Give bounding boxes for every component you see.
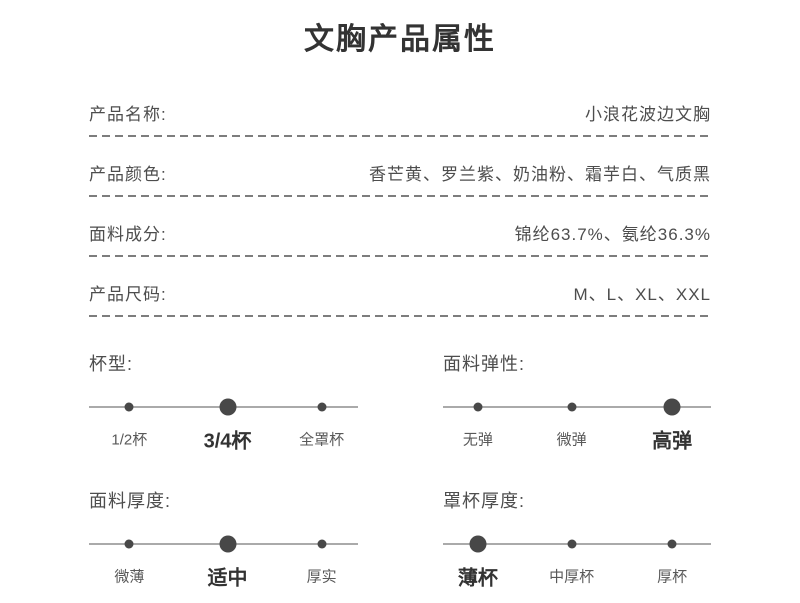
scales-grid: 杯型: 1/2杯 3/4杯 全罩杯 面料弹性: 无弹 微弹 高弹 面料厚度: 微薄 适中 厚… <box>89 352 711 590</box>
attribute-value: 锦纶63.7%、氨纶36.3% <box>514 225 711 244</box>
scale-option-label: 适中 <box>207 567 248 590</box>
attribute-value: 小浪花波边文胸 <box>585 105 711 124</box>
scale-dot-selected <box>469 535 487 553</box>
attribute-row: 产品颜色: 香芒黄、罗兰紫、奶油粉、霜芋白、气质黑 <box>89 137 711 197</box>
scale-dot <box>124 539 134 549</box>
scale-option-label: 1/2杯 <box>111 431 148 449</box>
scale-line <box>443 543 711 545</box>
attribute-label: 产品尺码: <box>89 285 167 304</box>
scale-section: 杯型: 1/2杯 3/4杯 全罩杯 <box>89 352 358 453</box>
scale-option-label: 微薄 <box>114 568 145 586</box>
scale-option-label: 高弹 <box>652 430 693 453</box>
attribute-label: 面料成分: <box>89 225 167 244</box>
scale-track <box>89 535 358 553</box>
scale-track <box>443 398 711 416</box>
scale-dot <box>567 539 577 549</box>
page-title: 文胸产品属性 <box>304 23 496 56</box>
scale-title: 面料弹性: <box>443 354 526 374</box>
scale-dot <box>473 402 483 412</box>
scale-labels: 1/2杯 3/4杯 全罩杯 <box>89 426 358 453</box>
attribute-label: 产品颜色: <box>89 165 167 184</box>
attribute-row: 产品尺码: M、L、XL、XXL <box>89 257 711 317</box>
scale-dot-selected <box>663 398 681 416</box>
scale-section: 罩杯厚度: 薄杯 中厚杯 厚杯 <box>443 489 711 590</box>
attribute-row: 面料成分: 锦纶63.7%、氨纶36.3% <box>89 197 711 257</box>
scale-option-label: 3/4杯 <box>203 430 252 453</box>
scale-dot <box>667 539 677 549</box>
scale-section: 面料弹性: 无弹 微弹 高弹 <box>443 352 711 453</box>
attribute-label: 产品名称: <box>89 105 167 124</box>
scale-labels: 微薄 适中 厚实 <box>89 563 358 590</box>
scale-dot <box>567 402 577 412</box>
scale-dot-selected <box>219 535 237 553</box>
scale-line <box>443 406 711 408</box>
scale-dot-selected <box>219 398 237 416</box>
scale-option-label: 中厚杯 <box>549 568 595 586</box>
scale-option-label: 全罩杯 <box>299 431 345 449</box>
attribute-table: 产品名称: 小浪花波边文胸 产品颜色: 香芒黄、罗兰紫、奶油粉、霜芋白、气质黑 … <box>89 77 711 317</box>
scale-option-label: 厚实 <box>306 568 337 586</box>
scale-option-label: 薄杯 <box>457 567 498 590</box>
product-attributes-page: 文胸产品属性 产品名称: 小浪花波边文胸 产品颜色: 香芒黄、罗兰紫、奶油粉、霜… <box>89 0 711 590</box>
scale-title: 面料厚度: <box>89 491 172 511</box>
scale-option-label: 厚杯 <box>657 568 688 586</box>
attribute-value: M、L、XL、XXL <box>573 285 711 304</box>
scale-track <box>89 398 358 416</box>
attribute-value: 香芒黄、罗兰紫、奶油粉、霜芋白、气质黑 <box>369 165 711 184</box>
scale-dot <box>124 402 134 412</box>
scale-dot <box>317 402 327 412</box>
scale-title: 杯型: <box>89 354 134 374</box>
scale-section: 面料厚度: 微薄 适中 厚实 <box>89 489 358 590</box>
scale-labels: 无弹 微弹 高弹 <box>443 426 711 453</box>
scale-title: 罩杯厚度: <box>443 491 526 511</box>
scale-option-label: 微弹 <box>556 431 587 449</box>
scale-track <box>443 535 711 553</box>
scale-dot <box>317 539 327 549</box>
attribute-row: 产品名称: 小浪花波边文胸 <box>89 77 711 137</box>
scale-option-label: 无弹 <box>462 431 493 449</box>
scale-labels: 薄杯 中厚杯 厚杯 <box>443 563 711 590</box>
